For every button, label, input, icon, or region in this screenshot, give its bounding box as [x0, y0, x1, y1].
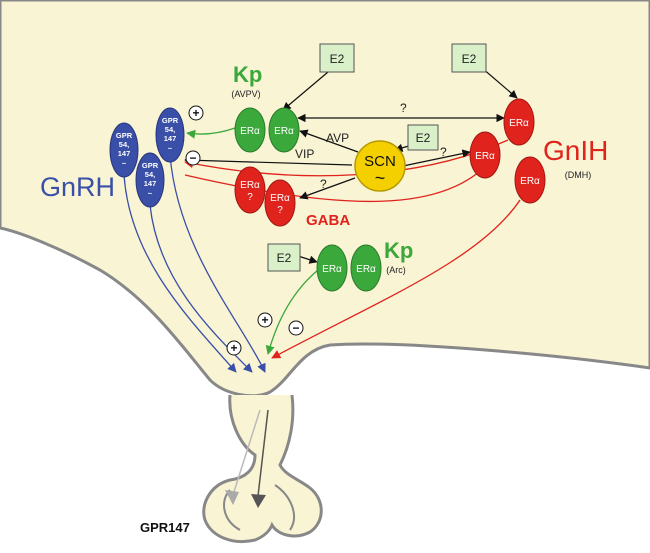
gnih-region-label: (DMH)	[565, 170, 592, 180]
svg-text:~: ~	[122, 159, 127, 168]
pituitary-terminal	[251, 494, 266, 508]
e2-box-dmh: E2	[451, 43, 487, 73]
minus-sign-gnih: −	[185, 150, 201, 166]
gnrh-neuron-1: GPR 54, 147 ~	[109, 122, 139, 178]
e2-box-scn: E2	[407, 124, 439, 151]
svg-text:E2: E2	[277, 251, 292, 265]
pituitary	[202, 394, 323, 544]
svg-text:E2: E2	[462, 52, 477, 66]
svg-text:GPR: GPR	[162, 116, 179, 125]
e2-box-avpv: E2	[319, 43, 355, 73]
gnih-neuron-2: ERα	[469, 131, 501, 179]
svg-text:ERα: ERα	[475, 151, 495, 162]
pituitary-axon	[257, 409, 269, 497]
svg-text:~: ~	[148, 189, 153, 198]
pituitary-terminal	[225, 490, 239, 505]
svg-text:ERα: ERα	[274, 126, 294, 137]
svg-text:~: ~	[168, 144, 173, 153]
plus-sign-gnrh-terminal: +	[226, 340, 242, 356]
kp-avpv-to-gnrh	[186, 127, 236, 139]
svg-text:+: +	[261, 313, 268, 327]
gnih-neuron-1: ERα	[503, 98, 535, 146]
svg-text:ERα: ERα	[240, 126, 260, 137]
gnrh-label: GnRH	[40, 172, 115, 202]
gaba-neuron-1: ERα ?	[234, 166, 266, 214]
kp-arc-region-label: (Arc)	[386, 265, 406, 275]
svg-text:GPR: GPR	[142, 161, 159, 170]
svg-text:ERα: ERα	[322, 264, 342, 275]
svg-text:?: ?	[247, 192, 253, 203]
question-dmh-avpv: ?	[400, 101, 407, 115]
plus-sign-arc: +	[257, 312, 273, 328]
gaba-label: GABA	[306, 212, 350, 229]
kp-arc-to-median-eminence	[265, 269, 319, 355]
svg-text:147: 147	[144, 179, 157, 188]
kp-arc-neuron-1: ERα	[316, 244, 348, 292]
question-scn-gaba: ?	[320, 177, 327, 191]
kp-avpv-neuron-2: ERα	[268, 107, 300, 153]
gnih-label: GnIH	[543, 135, 608, 166]
svg-text:ERα: ERα	[520, 176, 540, 187]
gpr147-label: GPR147	[140, 520, 190, 535]
gnrh-neuron-2: GPR 54, 147 ~	[155, 107, 185, 163]
svg-text:54,: 54,	[165, 125, 175, 134]
svg-text:54,: 54,	[119, 140, 129, 149]
kp-avpv-neuron-1: ERα	[234, 107, 266, 153]
scn-nucleus: SCN ~	[354, 140, 406, 192]
svg-text:ERα: ERα	[356, 264, 376, 275]
svg-text:E2: E2	[330, 52, 345, 66]
gnrh-axons	[123, 154, 266, 373]
vip-label: VIP	[295, 147, 314, 161]
svg-text:−: −	[292, 321, 299, 335]
svg-text:~: ~	[375, 168, 386, 188]
e2-box-arc: E2	[267, 243, 301, 272]
svg-text:ERα: ERα	[240, 180, 260, 191]
svg-text:GPR: GPR	[116, 131, 133, 140]
svg-text:147: 147	[118, 149, 131, 158]
question-scn-gnih: ?	[440, 145, 447, 159]
svg-text:−: −	[189, 151, 196, 165]
kp-arc-label: Kp	[384, 238, 413, 263]
kp-avpv-region-label: (AVPV)	[231, 89, 260, 99]
gnih-to-median-eminence	[271, 199, 521, 359]
kp-arc-neuron-2: ERα	[350, 244, 382, 292]
svg-text:54,: 54,	[145, 170, 155, 179]
avp-label: AVP	[326, 131, 349, 145]
svg-text:E2: E2	[416, 131, 431, 145]
svg-text:ERα: ERα	[509, 118, 529, 129]
svg-text:+: +	[192, 106, 199, 120]
minus-sign-median-eminence: −	[288, 320, 304, 336]
svg-text:ERα: ERα	[270, 193, 290, 204]
gaba-neuron-2: ERα ?	[264, 179, 296, 227]
gnrh-neuron-3: GPR 54, 147 ~	[135, 152, 165, 208]
kp-avpv-label: Kp	[233, 62, 262, 87]
pituitary-axon	[231, 409, 261, 499]
svg-text:147: 147	[164, 134, 177, 143]
svg-text:?: ?	[277, 205, 283, 216]
gnih-neuron-3: ERα	[514, 156, 546, 204]
svg-text:SCN: SCN	[364, 153, 396, 170]
svg-text:+: +	[230, 341, 237, 355]
plus-sign-avpv: +	[188, 105, 204, 121]
